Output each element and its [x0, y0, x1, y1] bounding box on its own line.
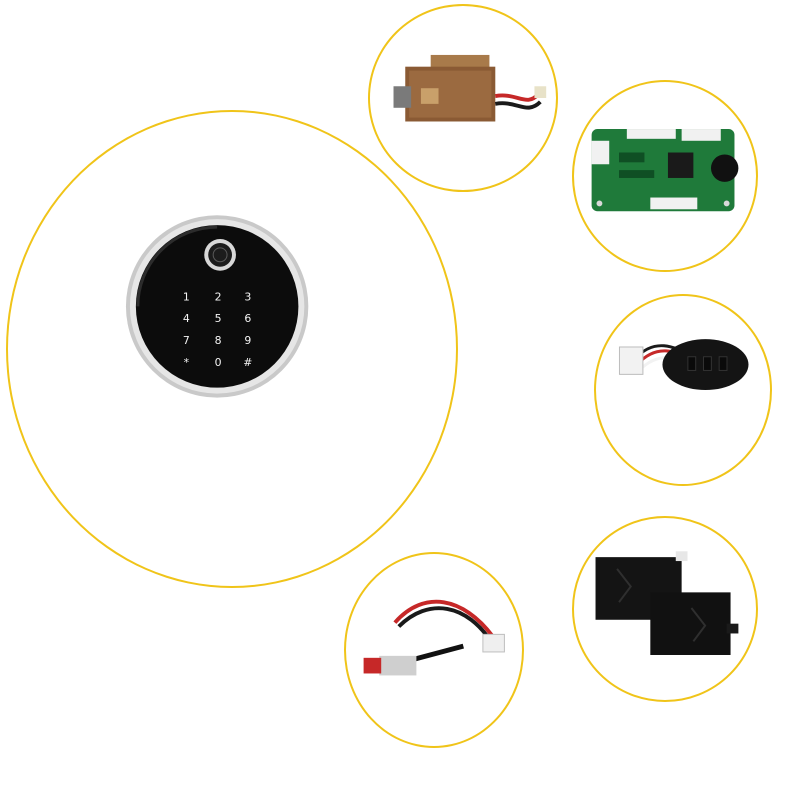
key-6: 6	[244, 312, 251, 325]
key-2: 2	[215, 290, 222, 303]
battery-box-circle	[572, 516, 758, 702]
key-4: 4	[183, 312, 190, 325]
key-0: 0	[215, 356, 222, 369]
red-push-button-with-cable-icon	[363, 599, 505, 676]
key-1: 1	[183, 290, 190, 303]
power-socket-circle	[594, 294, 772, 486]
key-star: *	[184, 356, 190, 369]
fingerprint-keypad-lock-icon: 1 2 3 4 5 6 7 8 9 * 0 #	[125, 215, 309, 398]
control-circuit-board-icon	[591, 129, 739, 212]
key-8: 8	[215, 334, 222, 347]
push-button-circle	[344, 552, 524, 748]
key-7: 7	[183, 334, 190, 347]
key-5: 5	[215, 312, 222, 325]
black-battery-boxes-icon	[595, 551, 739, 655]
solenoid-circle	[368, 4, 558, 192]
power-socket-with-wires-icon	[618, 339, 749, 390]
circuit-board-circle	[572, 80, 758, 272]
solenoid-lock-bolt-icon	[393, 54, 547, 122]
lock-panel-circle: 1 2 3 4 5 6 7 8 9 * 0 #	[6, 110, 458, 588]
key-3: 3	[244, 290, 251, 303]
key-9: 9	[244, 334, 251, 347]
key-hash: #	[243, 356, 252, 369]
